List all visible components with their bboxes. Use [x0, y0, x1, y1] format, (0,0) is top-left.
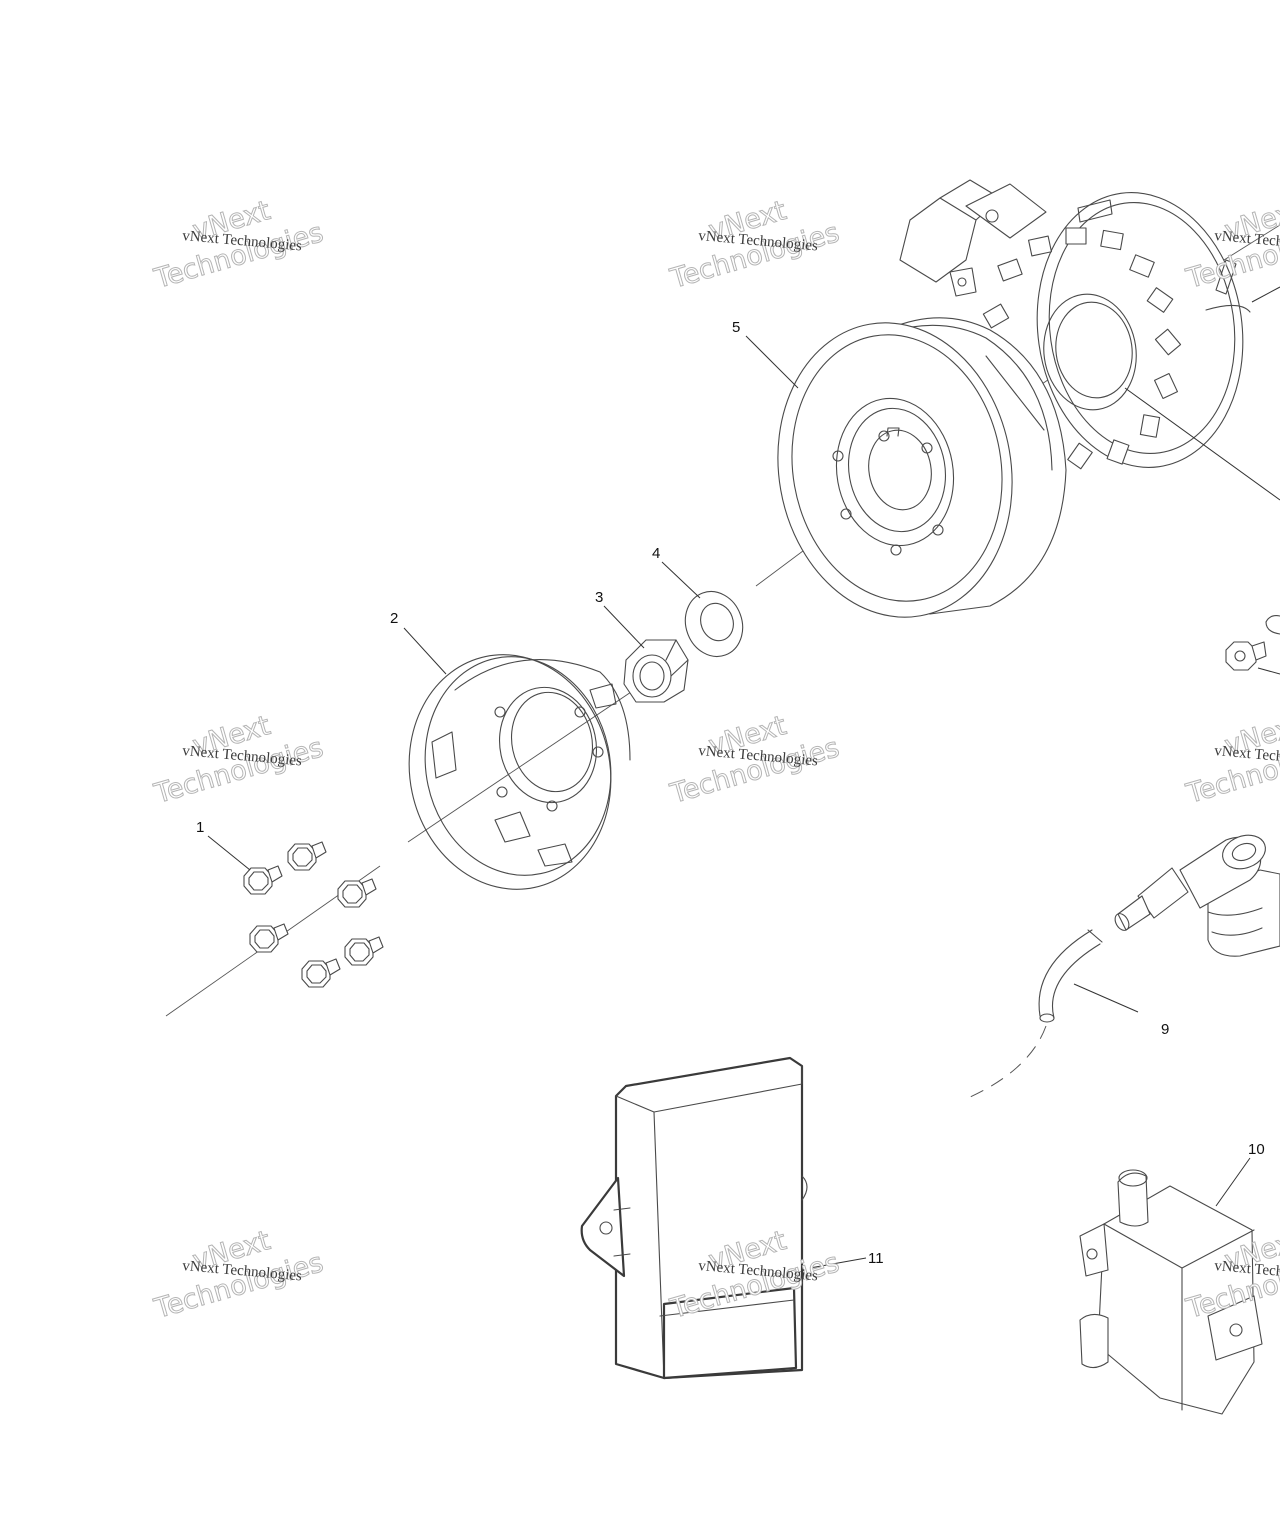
watermark: vNext Technologies vNext Technologies	[150, 710, 327, 811]
leader-lines	[207, 335, 799, 871]
starter-cup	[408, 654, 631, 890]
bolt	[301, 958, 341, 988]
callout-3: 3	[595, 589, 603, 606]
callouts: 1 2 3 4 5 9 10 11	[196, 319, 1265, 1267]
stator	[899, 179, 1280, 501]
washer	[684, 590, 744, 658]
stator-teeth	[982, 227, 1182, 470]
ignition-coil	[1079, 1157, 1263, 1415]
watermark: vNext Technologies vNext Technologies	[666, 710, 843, 811]
nut	[623, 639, 689, 703]
callout-4: 4	[652, 545, 660, 562]
callout-1: 1	[196, 819, 204, 836]
spark-plug-cap	[1114, 834, 1280, 957]
callout-11: 11	[868, 1250, 884, 1267]
cdi-module	[580, 1056, 867, 1380]
watermark: vNext Technologies vNext Technologies	[150, 1225, 327, 1326]
flywheel	[777, 317, 1067, 618]
bolt	[344, 936, 384, 966]
bolt	[337, 878, 377, 908]
callout-10: 10	[1248, 1141, 1265, 1158]
bolt-set	[243, 841, 384, 988]
callout-5: 5	[732, 319, 740, 336]
bolt	[287, 841, 327, 871]
bolt	[243, 865, 283, 895]
callout-9: 9	[1161, 1021, 1169, 1038]
watermark: vNext Technologies vNext Technologies	[1182, 710, 1280, 811]
watermark: vNext Technologies vNext Technologies	[666, 195, 843, 296]
screw	[1225, 615, 1280, 675]
watermark: vNext Technologies vNext Technologies	[150, 195, 327, 296]
spark-plug-wire	[967, 929, 1139, 1099]
callout-2: 2	[390, 610, 398, 627]
pickup-coil	[899, 179, 1047, 297]
bolt	[249, 923, 289, 953]
